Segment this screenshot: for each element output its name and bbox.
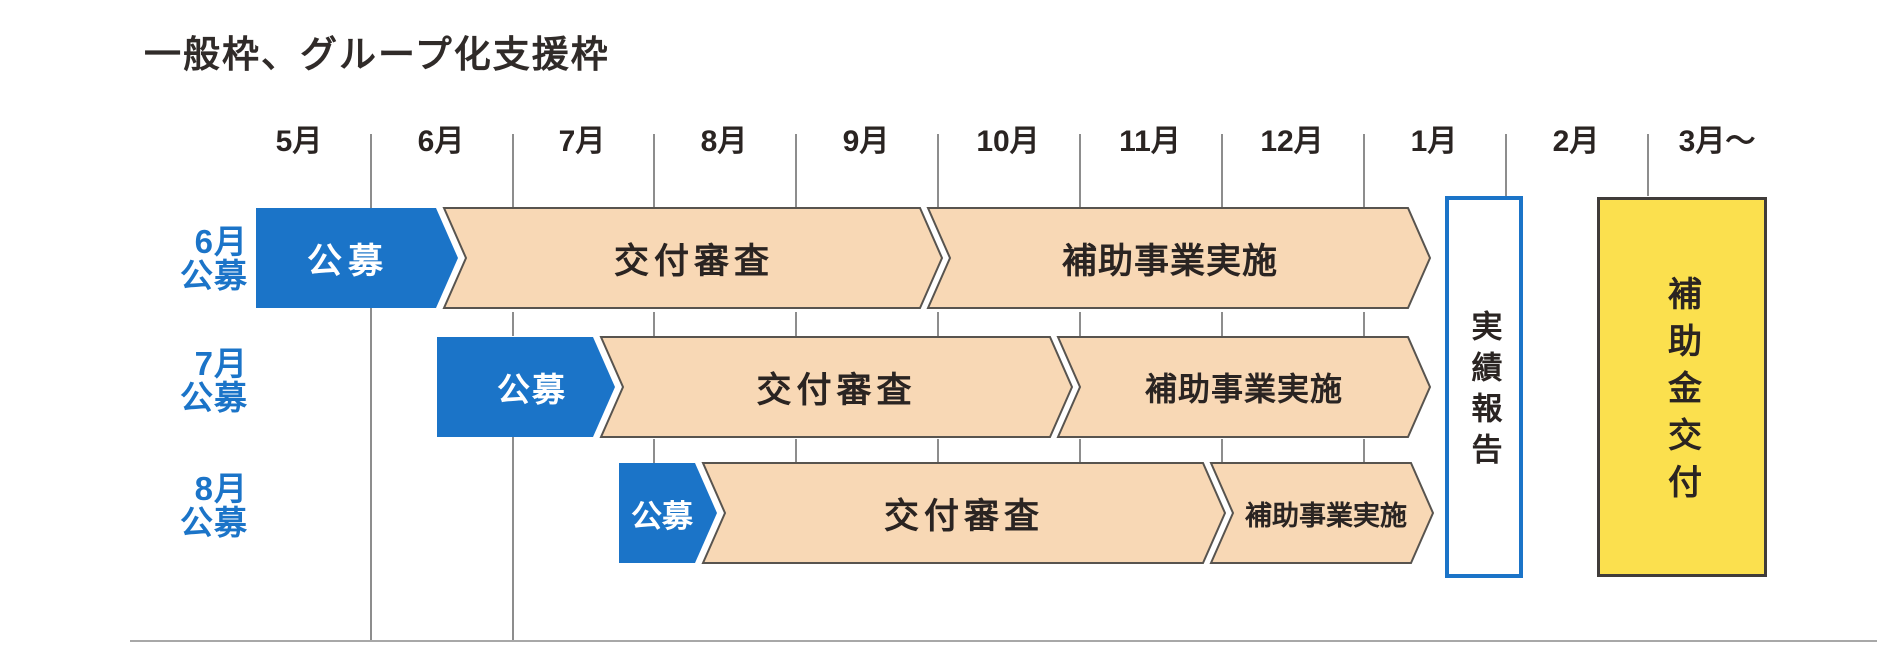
gridline-tick — [1647, 134, 1649, 196]
bar-shape-apply-august — [619, 463, 717, 563]
bar-shape-review-august — [701, 462, 1227, 564]
month-label-2: 2月 — [1552, 125, 1600, 158]
row-label-june: 6月 公募 — [130, 225, 248, 293]
row-label-line2: 公募 — [180, 503, 248, 541]
month-label-7: 7月 — [558, 125, 606, 158]
gridline-tick — [937, 439, 939, 463]
gridline-tick — [1363, 439, 1365, 463]
gridline-tick — [1505, 134, 1507, 208]
month-label-9: 9月 — [842, 125, 890, 158]
gridline-tick — [1079, 312, 1081, 336]
gridline-long — [370, 134, 372, 641]
bar-label-implement: 補助事業実施 — [1061, 241, 1278, 281]
gridline-tick — [1363, 134, 1365, 208]
month-label-8: 8月 — [700, 125, 748, 158]
row-label-line2: 公募 — [180, 378, 248, 416]
grant-box: 補助金交付 — [1597, 197, 1767, 577]
gridline-tick — [512, 134, 514, 208]
gridline-tick — [1221, 312, 1223, 336]
bar-shape-apply-june — [256, 208, 458, 308]
gridline-tick — [795, 134, 797, 208]
row-label-line1: 6月 — [194, 223, 248, 260]
gridline-tick — [795, 312, 797, 336]
gridline-tick — [512, 312, 514, 336]
grant-box-label: 補助金交付 — [1662, 276, 1701, 511]
row-label-july: 7月 公募 — [130, 347, 248, 415]
report-box: 実績報告 — [1445, 196, 1523, 578]
gridline-tick — [1363, 312, 1365, 336]
gridline-tick — [795, 439, 797, 463]
month-label-11: 11月 — [1119, 125, 1181, 158]
bar-label-apply: 公募 — [497, 371, 567, 408]
bar-shape-review-june — [442, 207, 944, 309]
month-label-1: 1月 — [1410, 125, 1458, 158]
page-title: 一般枠、グループ化支援枠 — [144, 34, 610, 75]
bar-label-implement: 補助事業実施 — [1144, 371, 1343, 407]
bar-shape-implement-august — [1209, 462, 1435, 564]
row-label-august: 8月 公募 — [130, 472, 248, 540]
bar-label-implement: 補助事業実施 — [1245, 500, 1407, 531]
bar-label-review: 交付審査 — [756, 370, 917, 410]
gridline-tick — [1221, 134, 1223, 208]
month-label-10: 10月 — [976, 125, 1040, 158]
gridline-tick — [937, 312, 939, 336]
bar-shape-apply-july — [437, 337, 615, 437]
report-box-label: 実績報告 — [1466, 310, 1502, 474]
row-label-line2: 公募 — [180, 256, 248, 294]
bar-label-review: 交付審査 — [883, 496, 1044, 536]
bottom-divider-line — [130, 640, 1877, 642]
bar-shape-implement-july — [1056, 336, 1432, 438]
bar-shape-implement-june — [926, 207, 1432, 309]
gridline-tick — [653, 439, 655, 463]
bar-label-apply: 公募 — [306, 241, 389, 281]
gridline-tick — [1079, 439, 1081, 463]
gridline-tick — [653, 134, 655, 208]
month-label-3: 3月〜 — [1678, 125, 1756, 158]
month-label-12: 12月 — [1260, 125, 1324, 158]
row-label-line1: 7月 — [194, 345, 248, 382]
bar-shape-review-july — [599, 336, 1074, 438]
gridline-tick — [653, 312, 655, 336]
month-label-6: 6月 — [417, 125, 465, 158]
gridline-tick — [1221, 439, 1223, 463]
gridline-tick — [937, 134, 939, 208]
bar-label-apply: 公募 — [631, 498, 693, 534]
month-label-5: 5月 — [275, 125, 323, 158]
row-label-line1: 8月 — [194, 470, 248, 507]
gridline-tick — [1079, 134, 1081, 208]
bar-label-review: 交付審査 — [613, 241, 774, 281]
gridline-long — [512, 437, 514, 641]
